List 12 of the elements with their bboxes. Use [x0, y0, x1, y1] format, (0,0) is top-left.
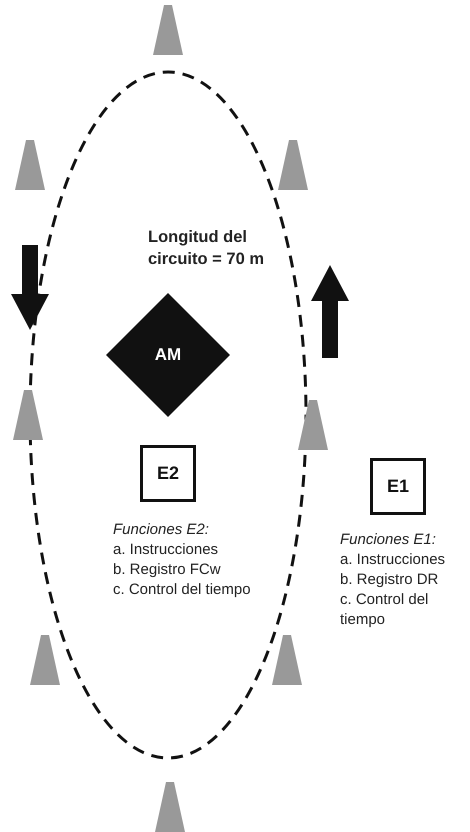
- function-item: c. Control del tiempo: [340, 590, 430, 630]
- station-box: E2: [140, 445, 196, 502]
- function-item: c. Control del tiempo: [113, 580, 251, 600]
- circuit-length-note: Longitud del circuito = 70 m: [148, 227, 266, 270]
- functions-heading: Funciones E2:: [113, 520, 210, 540]
- function-item: a. Instrucciones: [340, 550, 446, 570]
- function-item: b. Registro DR: [340, 570, 440, 590]
- station-box: E1: [370, 458, 426, 515]
- function-item: b. Registro FCw: [113, 560, 222, 580]
- function-item: a. Instrucciones: [113, 540, 220, 560]
- functions-heading: Funciones E1:: [340, 530, 437, 550]
- station-label: AM: [154, 345, 182, 365]
